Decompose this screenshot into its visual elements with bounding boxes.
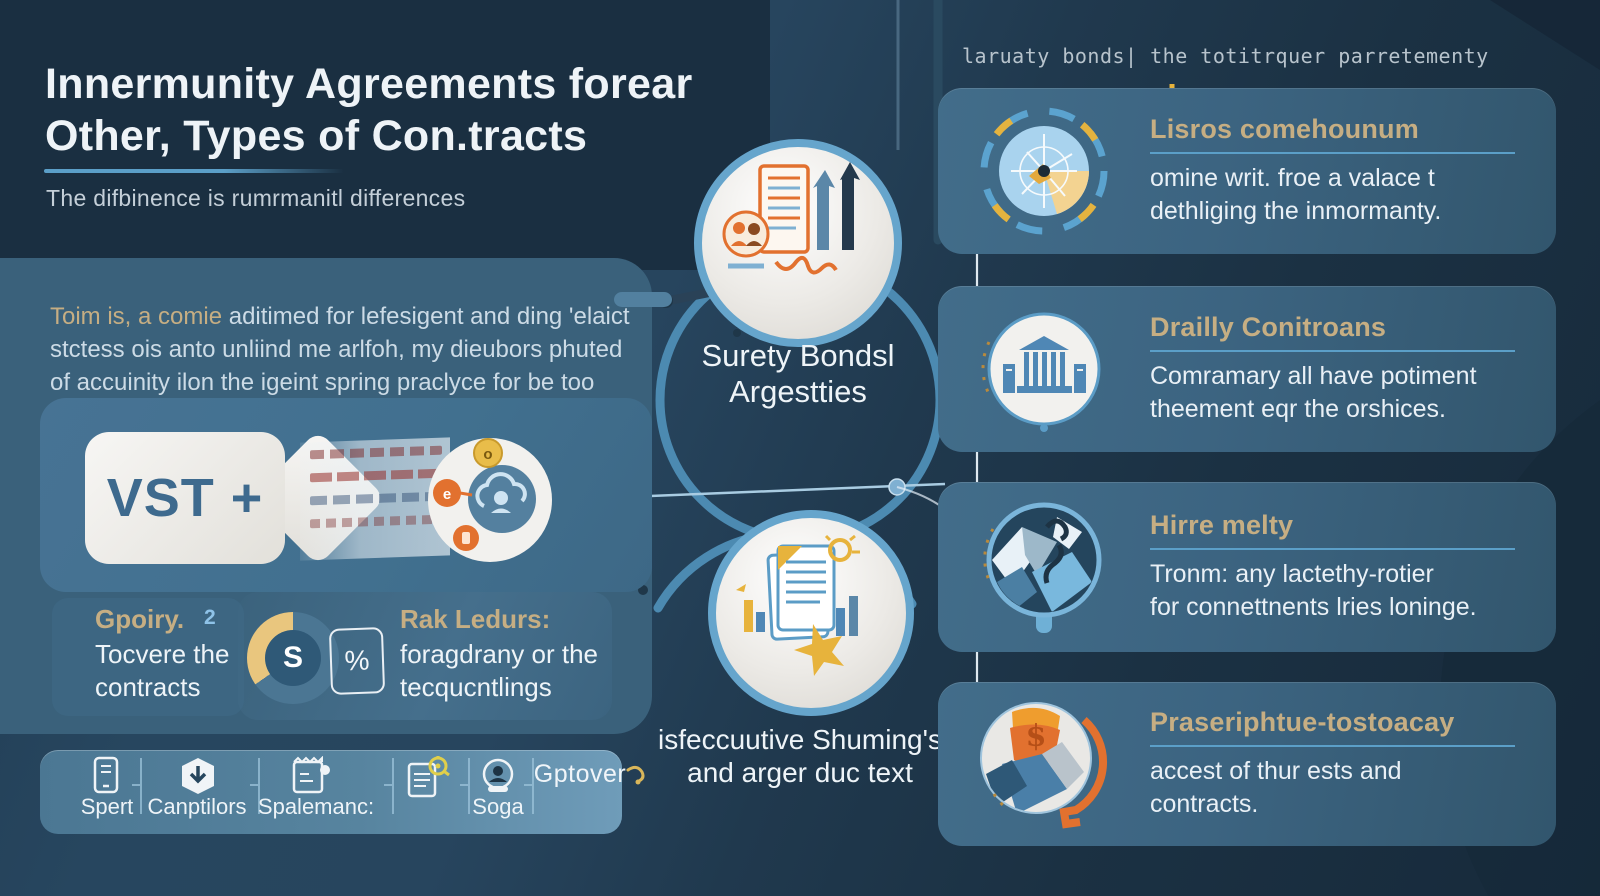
stat-right-heading: Rak Ledurs: [400, 604, 551, 634]
bottom-toolbar: Spert Canptilors Spalemanc: [40, 750, 645, 834]
panel-underline [1150, 548, 1515, 550]
panel-line2: for connettnents lries loninge. [1150, 593, 1477, 621]
document-gear-icon [407, 756, 450, 798]
bank-building-icon [981, 312, 1101, 432]
toolbar-separator [250, 758, 260, 814]
intro-line1-rest: aditimed for lefesigent and ding 'elaict [222, 303, 630, 330]
panel-heading: Lisros comehounum [1150, 114, 1419, 144]
svg-text:o: o [483, 446, 492, 463]
toolbar-item-label: Spalemanc: [257, 794, 375, 819]
center-top-label-line1: Surety Bondsl [701, 338, 895, 373]
panel-underline [1150, 745, 1515, 747]
ledger-growth-arrows-icon [722, 162, 860, 275]
gold-lock-badge [473, 438, 503, 468]
center-bottom-label-line2: and arger duc text [687, 757, 913, 788]
info-panel-2: Drailly Conitroans Comramary all have po… [938, 286, 1556, 452]
center-top-label-line2: Argestties [729, 374, 867, 409]
stat-left-line1: Tocvere the [95, 639, 230, 669]
package-icon [182, 758, 214, 794]
money-person-icon: $ [980, 702, 1108, 829]
plug-decoration [667, 287, 717, 305]
toolbar-item-label: Canptilors [147, 794, 247, 819]
toolbar-item-label: Spert [80, 794, 134, 819]
panel-line2: dethliging the inmormanty. [1150, 197, 1442, 225]
panel-underline [1150, 350, 1515, 352]
person-badge-icon [482, 758, 514, 792]
panel-line2: contracts. [1150, 790, 1259, 818]
title-underline [44, 169, 344, 173]
title-line1: Innermunity Agreements forear [45, 60, 693, 108]
panel-line1: accest of thur ests and [1150, 757, 1402, 785]
vst-hub: o e [428, 438, 552, 562]
top-right-note: laruaty bonds| the totitrquer parretemen… [962, 44, 1489, 68]
toolbar-item-label: Soga [472, 794, 524, 819]
toolbar-separator [460, 758, 470, 814]
intro-line2: stctess ois anto unliind me arlfoh, my d… [50, 336, 623, 363]
gold-curl-icon [626, 765, 645, 785]
panel-line1: omine writ. froe a valace t [1150, 164, 1435, 192]
badge-link [459, 491, 473, 497]
toolbar-separator [384, 758, 394, 814]
donut-letter: S [265, 630, 321, 686]
stat-left-line2: contracts [95, 672, 201, 702]
page-title: Innermunity Agreements forear Other, Typ… [45, 58, 765, 162]
pill-decoration [614, 292, 672, 307]
stat-box-left [52, 598, 244, 716]
info-panel-1: Lisros comehounum omine writ. froe a val… [938, 88, 1556, 254]
toolbar-trailing-label: Gptover [533, 760, 627, 788]
panel-line2: theement eqr the orshices. [1150, 395, 1446, 423]
stat-left-heading: Gpoiry. [95, 604, 185, 634]
smartphone-icon [93, 756, 119, 794]
stat-right-line2: tecqucntlings [400, 672, 552, 702]
panel-heading: Praseriphtue-tostoacay [1150, 707, 1455, 737]
toolbar-separator [132, 758, 142, 814]
center-bottom-label-line1: isfeccuutive Shuming's [658, 724, 942, 755]
cloud-support-icon [475, 472, 527, 513]
title-line2: Other, Types of Con.tracts [45, 112, 588, 160]
panel-line1: Tronm: any lactethy-rotier [1150, 560, 1434, 588]
svg-text:e: e [443, 486, 451, 503]
wire-end-dot [733, 329, 741, 337]
vst-badge: VST + [85, 432, 285, 564]
panel-line1: Comramary all have potiment [1150, 362, 1477, 390]
svg-text:$: $ [1026, 719, 1047, 754]
panel-heading: Hirre melty [1150, 510, 1294, 540]
panel-heading: Drailly Conitroans [1150, 312, 1387, 342]
page-subtitle: The difbinence is rumrmanitl differences [46, 185, 466, 211]
receipt-icon [292, 756, 330, 794]
stat-left-superscript: 2 [204, 606, 216, 629]
percent-box: % [328, 627, 386, 695]
intro-paragraph: Toim is, a comie aditimed for lefesigent… [50, 300, 650, 432]
stat-right-line1: foragdrany or the [400, 639, 599, 669]
handshake-globe-icon [983, 502, 1102, 633]
info-panel-3: Hirre melty Tronm: any lactethy-rotier f… [938, 482, 1556, 652]
info-panel-4: $ Praseriphtue-tostoacay accest of thur … [938, 682, 1556, 846]
intro-lead: Toim is, a comie [50, 303, 223, 330]
toolbar-separator [524, 758, 534, 814]
bg-topleft-block [0, 0, 770, 270]
donut-chart: S [247, 612, 339, 704]
orange-alert-badge [433, 479, 461, 507]
certified-documents-star-icon [736, 534, 860, 676]
connector-line-vertical [975, 170, 1000, 760]
panel-underline [1150, 152, 1515, 154]
compass-globe-icon [980, 107, 1108, 235]
